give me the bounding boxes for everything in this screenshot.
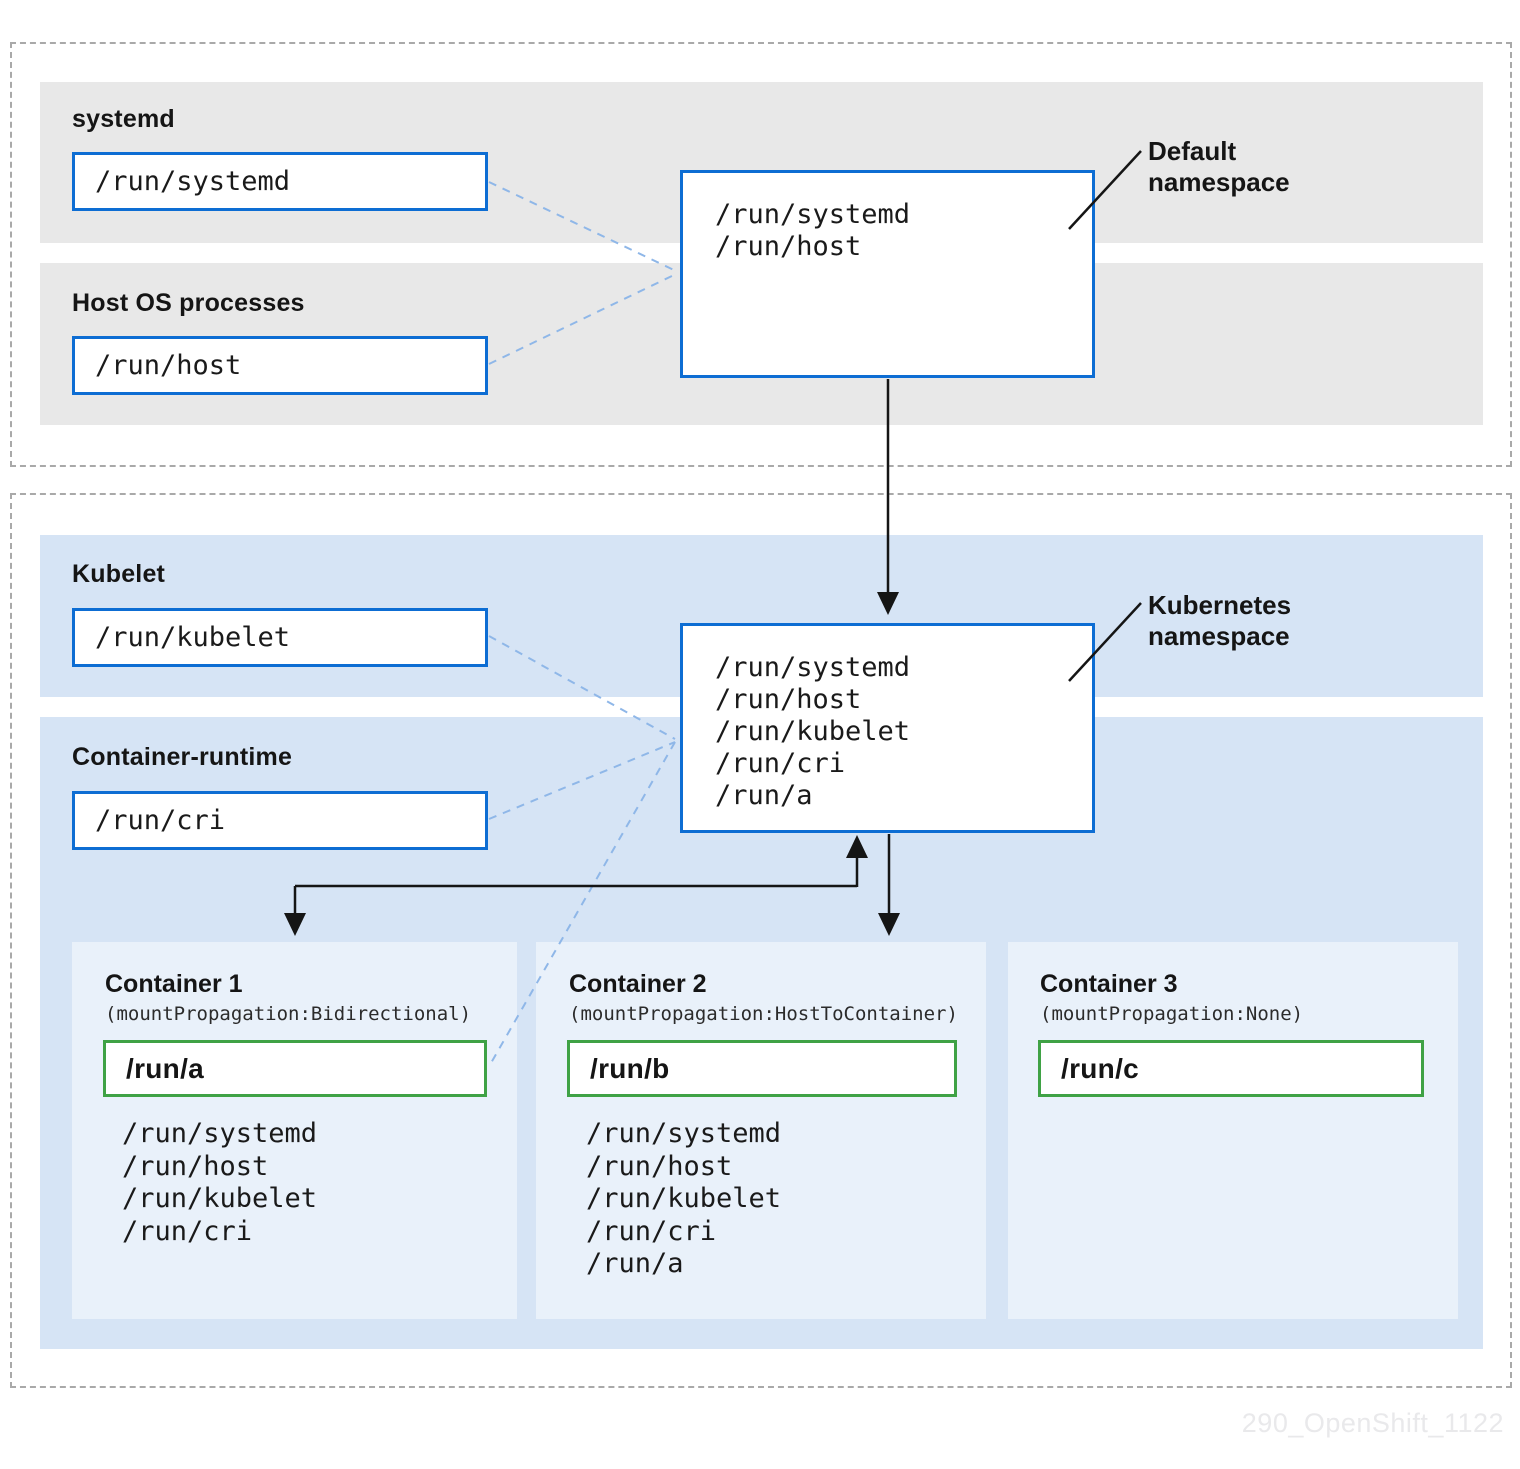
mount-path: /run/a bbox=[715, 780, 813, 811]
container-2-subtitle: (mountPropagation:HostToContainer) bbox=[569, 1003, 958, 1025]
kubernetes-namespace-mounts: /run/systemd/run/host/run/kubelet/run/cr… bbox=[715, 652, 1092, 812]
container-3-subtitle: (mountPropagation:None) bbox=[1040, 1003, 1304, 1025]
mount-path: /run/cri bbox=[715, 748, 846, 779]
mount-path: /run/systemd bbox=[122, 1118, 318, 1149]
container-2-volume-box: /run/b bbox=[567, 1040, 957, 1097]
container-3-volume: /run/c bbox=[1061, 1052, 1140, 1084]
default-namespace-label: Default namespace bbox=[1148, 136, 1290, 197]
container-runtime-title: Container-runtime bbox=[72, 743, 293, 771]
container-3-volume-box: /run/c bbox=[1038, 1040, 1424, 1097]
kubernetes-namespace-box: /run/systemd/run/host/run/kubelet/run/cr… bbox=[680, 623, 1095, 833]
container-2-volume: /run/b bbox=[590, 1052, 670, 1084]
mount-path: /run/a bbox=[586, 1248, 684, 1279]
default-namespace-mounts: /run/systemd/run/host bbox=[715, 199, 1092, 263]
mount-path: /run/host bbox=[715, 231, 862, 262]
systemd-title: systemd bbox=[72, 105, 175, 133]
container-runtime-path: /run/cri bbox=[95, 805, 226, 836]
container-3-title: Container 3 bbox=[1040, 970, 1178, 998]
mount-path: /run/systemd bbox=[715, 199, 911, 230]
mount-path: /run/systemd bbox=[715, 652, 911, 683]
host-os-title: Host OS processes bbox=[72, 289, 305, 317]
mount-path: /run/kubelet bbox=[715, 716, 911, 747]
host-os-path: /run/host bbox=[95, 350, 242, 381]
default-namespace-box: /run/systemd/run/host bbox=[680, 170, 1095, 378]
systemd-path: /run/systemd bbox=[95, 166, 291, 197]
kubelet-title: Kubelet bbox=[72, 560, 166, 588]
kubelet-path: /run/kubelet bbox=[95, 622, 291, 653]
mount-path: /run/host bbox=[715, 684, 862, 715]
mount-path: /run/kubelet bbox=[586, 1183, 782, 1214]
mount-path: /run/cri bbox=[586, 1215, 717, 1247]
mount-path: /run/host bbox=[586, 1150, 733, 1182]
container-2-mounts: /run/systemd/run/host/run/kubelet/run/cr… bbox=[586, 1118, 781, 1281]
kubernetes-boundary bbox=[10, 493, 1512, 1388]
watermark: 290_OpenShift_1122 bbox=[1241, 1408, 1504, 1438]
container-runtime-path-box: /run/cri bbox=[72, 791, 488, 850]
host-os-boundary bbox=[10, 42, 1512, 467]
container-1-volume: /run/a bbox=[126, 1052, 205, 1084]
container-3-card bbox=[1008, 942, 1458, 1319]
mount-path: /run/systemd bbox=[586, 1118, 782, 1149]
systemd-path-box: /run/systemd bbox=[72, 152, 488, 211]
container-1-card bbox=[72, 942, 517, 1319]
container-2-title: Container 2 bbox=[569, 970, 707, 998]
kubernetes-namespace-label: Kubernetes namespace bbox=[1148, 590, 1292, 651]
mount-path: /run/kubelet bbox=[122, 1183, 318, 1214]
kubelet-path-box: /run/kubelet bbox=[72, 608, 488, 667]
container-1-title: Container 1 bbox=[105, 970, 243, 998]
mount-path: /run/host bbox=[122, 1150, 269, 1182]
container-1-subtitle: (mountPropagation:Bidirectional) bbox=[105, 1003, 472, 1025]
mount-path: /run/cri bbox=[122, 1215, 253, 1247]
container-1-volume-box: /run/a bbox=[103, 1040, 487, 1097]
container-1-mounts: /run/systemd/run/host/run/kubelet/run/cr… bbox=[122, 1118, 317, 1248]
host-os-path-box: /run/host bbox=[72, 336, 488, 395]
